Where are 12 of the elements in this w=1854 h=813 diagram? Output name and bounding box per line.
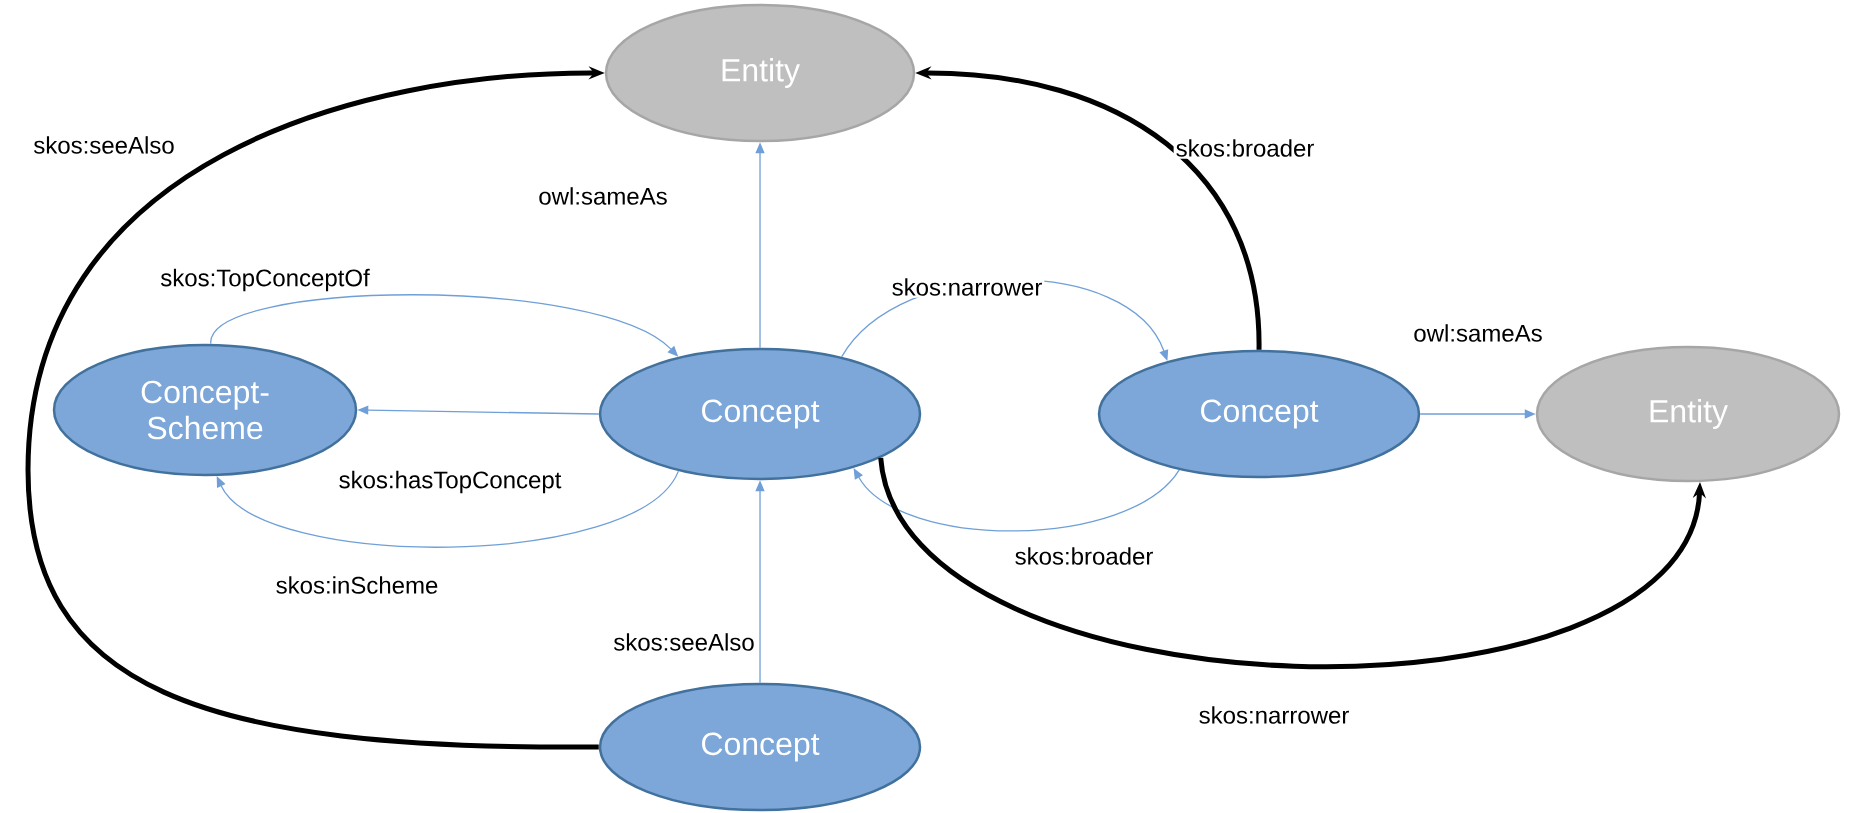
edge-label: owl:sameAs [1411,322,1545,344]
edge-label: skos:TopConceptOf [158,266,372,294]
arrow [216,470,680,548]
edge-label: skos:narrower [1196,704,1352,726]
arrow [853,468,1180,532]
edge-label: skos:seeAlso [611,631,757,653]
edge-label: skos:seeAlso [31,134,177,156]
edge-label: skos:broader [1012,545,1156,567]
edge-label: skos:inScheme [273,574,441,596]
edge-label: skos:narrower [889,276,1045,298]
edge-label: owl:sameAs [536,185,670,207]
edge-label: skos:broader [1173,137,1317,159]
